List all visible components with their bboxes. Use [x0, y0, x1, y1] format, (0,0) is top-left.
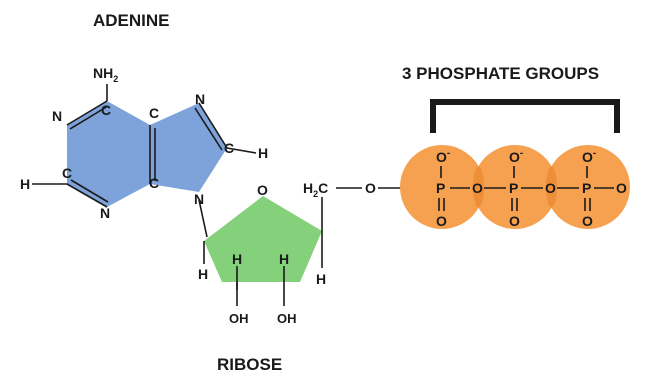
adenine-six-ring [67, 101, 150, 207]
oxygen-anion-label: O- [436, 148, 450, 165]
nitrogen-label: N [195, 91, 205, 107]
carbon-label: C [62, 165, 72, 181]
ribose-sugar: O H H H H OH OH H2C O [198, 180, 434, 326]
adenine-double-bond [70, 179, 109, 203]
carbon-label: C [149, 105, 159, 121]
phosphate-overlap [473, 166, 484, 208]
glycosidic-bond [198, 199, 208, 238]
oxygen-label: O [257, 182, 268, 198]
methylene-label: H2C [303, 180, 328, 199]
oxygen-label: O [616, 180, 627, 196]
nitrogen-label: N [194, 191, 204, 207]
adenine-five-ring [150, 103, 227, 192]
adenine-bond [198, 102, 228, 149]
carbon-label: C [149, 175, 159, 191]
hydrogen-label: H [198, 266, 208, 282]
adenine-bond [66, 183, 108, 208]
hydrogen-label: H [232, 251, 242, 267]
oxygen-label: O [365, 180, 376, 196]
oxygen-label: O [436, 213, 447, 229]
phosphorus-label: P [436, 180, 445, 196]
phosphorus-label: P [582, 180, 591, 196]
oxygen-label: O [545, 180, 556, 196]
adenine-title: ADENINE [93, 11, 170, 30]
hydrogen-label: H [316, 271, 326, 287]
oxygen-anion-label: O- [582, 148, 596, 165]
phosphate-circle-beta [473, 145, 557, 229]
oxygen-label: O [472, 180, 483, 196]
hydrogen-label: H [279, 251, 289, 267]
phosphate-circle-alpha [400, 145, 484, 229]
adenine-bond [66, 100, 108, 126]
adenine-double-bond [69, 105, 109, 130]
phosphorus-label: P [509, 180, 518, 196]
hydroxyl-label: OH [229, 311, 249, 326]
ribose-title: RIBOSE [217, 355, 282, 374]
carbon-label: C [101, 102, 111, 118]
phosphate-circle-gamma [546, 145, 630, 229]
phosphate-groups: P O P O P O O- O- O- O O O [400, 99, 630, 229]
ribose-ring [204, 196, 322, 282]
carbon-label: C [224, 140, 234, 156]
adenine-base: NH2 C C C C C N N N N H H [20, 65, 268, 238]
oxygen-label: O [509, 213, 520, 229]
phosphate-overlap [546, 166, 557, 208]
hydrogen-label: H [20, 176, 30, 192]
phosphate-bracket [430, 99, 620, 133]
nitrogen-label: N [100, 205, 110, 221]
amine-label: NH2 [93, 65, 118, 84]
adenine-double-bond [194, 107, 223, 151]
oxygen-label: O [582, 213, 593, 229]
hydroxyl-label: OH [277, 311, 297, 326]
hydrogen-label: H [258, 145, 268, 161]
nitrogen-label: N [52, 108, 62, 124]
oxygen-anion-label: O- [509, 148, 523, 165]
phosphate-groups-title: 3 PHOSPHATE GROUPS [402, 64, 599, 83]
ch-bond-right [226, 147, 257, 154]
